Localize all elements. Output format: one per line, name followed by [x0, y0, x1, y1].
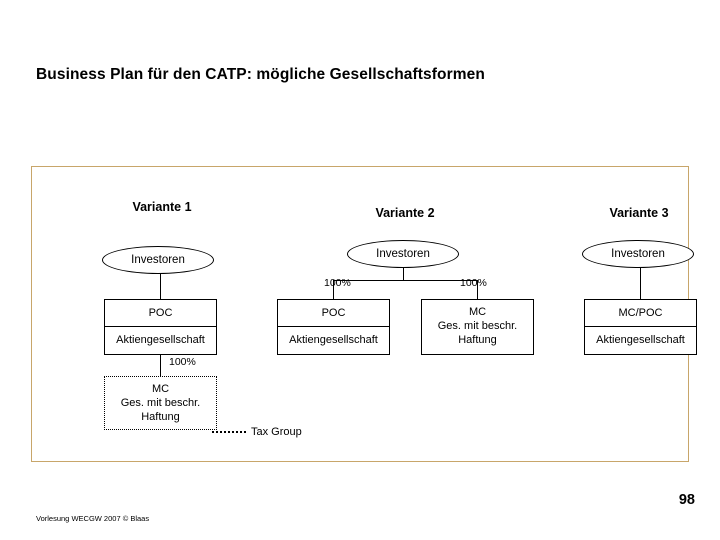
variante-2-poc-subtitle: Aktiengesellschaft [289, 334, 378, 346]
connector-v1-poc-to-mc [160, 355, 161, 376]
variante-1-mc-box: MC Ges. mit beschr. Haftung [104, 376, 217, 430]
variante-2-poc-box: POC Aktiengesellschaft [277, 299, 390, 355]
connector-v1-investoren-to-poc [160, 274, 161, 299]
variante-3-mcpoc-divider [585, 326, 696, 327]
variante-1-mc-line2: Ges. mit beschr. [120, 397, 201, 409]
variante-2-percent-right-label: 100% [460, 277, 487, 289]
connector-v2-branch-left [333, 280, 334, 299]
footer-text: Vorlesung WECGW 2007 © Blaas [36, 514, 150, 523]
variante-3-investoren-node: Investoren [582, 240, 694, 268]
variante-2-mc-title: MC [468, 306, 487, 318]
variante-3-mcpoc-title: MC/POC [618, 307, 663, 319]
tax-group-legend: Tax Group [212, 426, 302, 438]
variante-2-investoren-node: Investoren [347, 240, 459, 268]
variante-1-poc-box: POC Aktiengesellschaft [104, 299, 217, 355]
connector-v2-investoren-stem [403, 268, 404, 280]
variante-3-heading: Variante 3 [609, 206, 669, 220]
diagram-frame: Variante 1 Investoren POC Aktiengesellsc… [31, 166, 697, 462]
variante-1-mc-line3: Haftung [141, 411, 180, 423]
variante-2-heading: Variante 2 [375, 206, 435, 220]
variante-2-poc-divider [278, 326, 389, 327]
variante-1-heading: Variante 1 [132, 200, 192, 214]
page-number: 98 [678, 492, 695, 508]
variante-1-investoren-node: Investoren [102, 246, 214, 274]
variante-1-poc-divider [105, 326, 216, 327]
connector-v2-branch-right [477, 280, 478, 299]
variante-2-percent-left-label: 100% [324, 277, 351, 289]
variante-3-mcpoc-subtitle: Aktiengesellschaft [596, 334, 685, 346]
variante-1-poc-subtitle: Aktiengesellschaft [116, 334, 205, 346]
tax-group-label: Tax Group [251, 426, 302, 438]
page-title: Business Plan für den CATP: mögliche Ges… [36, 66, 485, 83]
variante-2-poc-title: POC [321, 307, 346, 319]
variante-2-mc-line2: Ges. mit beschr. [437, 320, 518, 332]
connector-v2-horizontal [333, 280, 477, 281]
variante-1-mc-title: MC [151, 383, 170, 395]
variante-1-percent-label: 100% [169, 356, 196, 368]
variante-3-mcpoc-box: MC/POC Aktiengesellschaft [584, 299, 697, 355]
variante-1-poc-title: POC [148, 307, 173, 319]
variante-2-mc-box: MC Ges. mit beschr. Haftung [421, 299, 534, 355]
variante-2-mc-line3: Haftung [458, 334, 497, 346]
connector-v3-investoren-to-box [640, 268, 641, 299]
tax-group-dotted-line-icon [212, 431, 246, 433]
